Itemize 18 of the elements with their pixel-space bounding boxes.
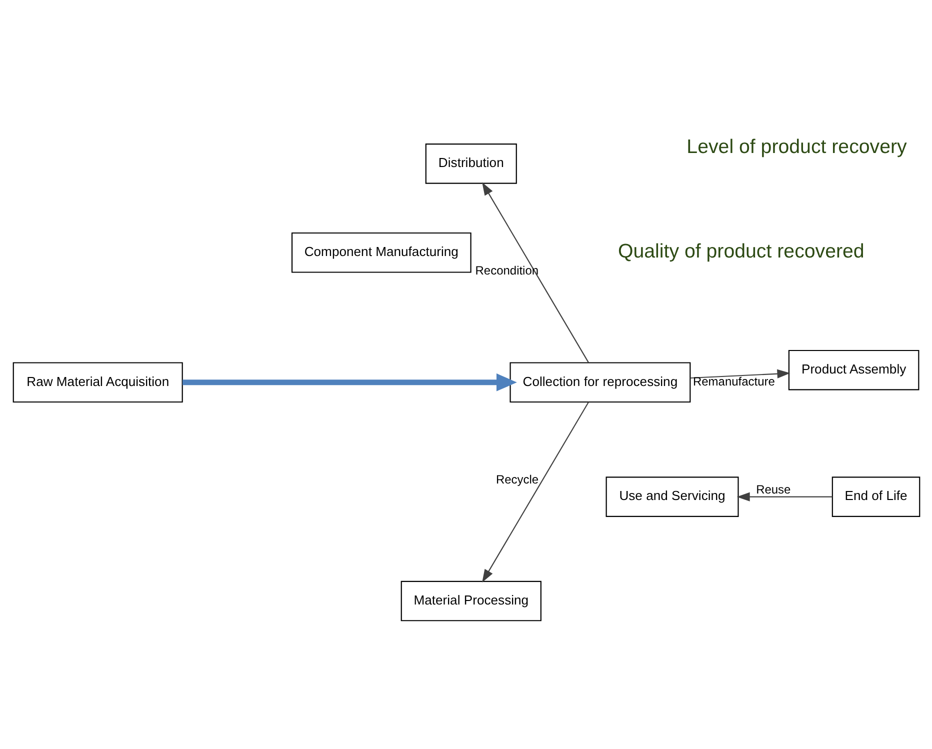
node-box: Distribution bbox=[424, 144, 516, 184]
arrow bbox=[690, 369, 790, 379]
arrow bbox=[736, 492, 832, 502]
node-box: Raw Material Acquisition bbox=[12, 362, 182, 403]
edge-label: Reuse bbox=[756, 482, 790, 496]
label: Level of product recovery bbox=[686, 136, 906, 158]
node-box: End of Life bbox=[831, 476, 920, 517]
node-box: Use and Servicing bbox=[605, 476, 738, 517]
node-box: Component Manufacturing bbox=[290, 232, 471, 273]
node-box: Product Assembly bbox=[788, 350, 919, 390]
arrow bbox=[482, 402, 588, 583]
edge-label: Remanufacture bbox=[692, 374, 774, 388]
arrow bbox=[482, 182, 588, 363]
node-box: Material Processing bbox=[400, 580, 541, 622]
edge-label: Recycle bbox=[495, 472, 538, 486]
node-box: Collection for reprocessing bbox=[509, 362, 690, 403]
label: Quality of product recovered bbox=[617, 240, 864, 262]
arrow bbox=[182, 373, 516, 392]
